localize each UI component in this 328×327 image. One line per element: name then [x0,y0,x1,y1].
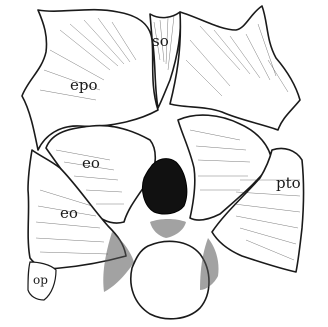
epiotic-right-bone [170,6,300,130]
basioccipital-condyle [131,241,209,318]
label-eo-upper: eo [82,154,100,172]
label-pto: pto [276,174,301,192]
label-eo-lower: eo [60,204,78,222]
label-epo: epo [70,76,98,94]
label-op: op [33,273,48,287]
center-recess-shading [150,219,186,238]
label-so: so [152,32,169,50]
right-recess-shading [200,238,219,290]
